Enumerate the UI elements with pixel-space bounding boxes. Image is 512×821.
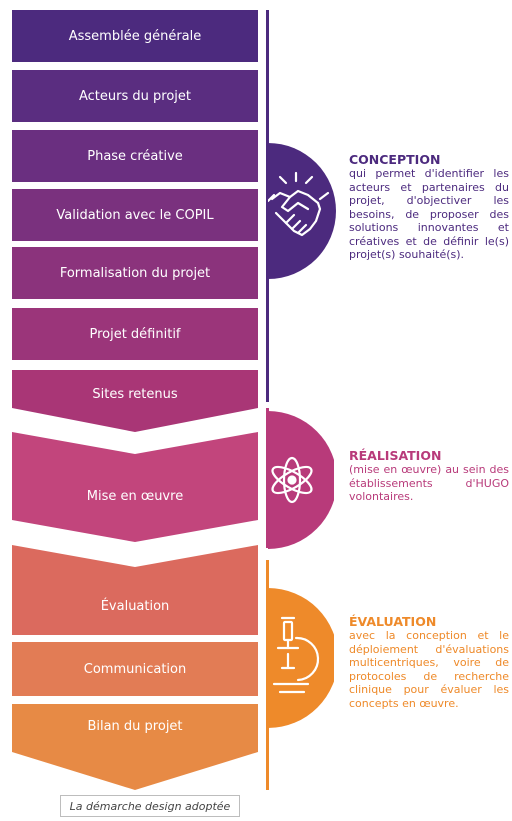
conception-text: qui permet d'identifier les acteurs et p… xyxy=(349,167,509,261)
step-assemblee-generale: Assemblée générale xyxy=(12,10,258,62)
evaluation-half-circle xyxy=(268,588,334,728)
realisation-half-circle xyxy=(268,411,334,549)
step-mise-en-oeuvre-shape xyxy=(12,432,258,542)
atom-icon xyxy=(271,456,313,504)
conception-half-circle xyxy=(268,143,338,279)
microscope-icon xyxy=(272,616,320,694)
step-phase-creative: Phase créative xyxy=(12,130,258,182)
conception-title: CONCEPTION xyxy=(349,152,441,167)
evaluation-title: ÉVALUATION xyxy=(349,614,437,629)
realisation-description: RÉALISATION (mise en œuvre) au sein des … xyxy=(349,448,509,504)
step-evaluation: Évaluation xyxy=(100,598,170,614)
step-validation-copil: Validation avec le COPIL xyxy=(12,189,258,241)
step-communication: Communication xyxy=(12,642,258,696)
step-bilan-du-projet: Bilan du projet xyxy=(87,718,183,734)
conception-description: CONCEPTION qui permet d'identifier les a… xyxy=(349,152,509,262)
evaluation-bar xyxy=(266,560,269,790)
step-formalisation: Formalisation du projet xyxy=(12,247,258,299)
handshake-icon xyxy=(268,171,330,237)
step-mise-en-oeuvre: Mise en œuvre xyxy=(86,488,184,504)
figure-caption: La démarche design adoptée xyxy=(60,795,240,817)
step-acteurs-du-projet: Acteurs du projet xyxy=(12,70,258,122)
step-evaluation-shape xyxy=(12,545,258,635)
conception-bar xyxy=(266,10,269,402)
step-bilan-shape xyxy=(12,704,258,790)
realisation-text: (mise en œuvre) au sein des établissemen… xyxy=(349,463,509,503)
realisation-bar xyxy=(266,408,269,548)
evaluation-description: ÉVALUATION avec la conception et le dépl… xyxy=(349,614,509,710)
realisation-title: RÉALISATION xyxy=(349,448,442,463)
step-projet-definitif: Projet définitif xyxy=(12,308,258,360)
evaluation-text: avec la conception et le déploiement d'é… xyxy=(349,629,509,710)
step-sites-retenus: Sites retenus xyxy=(92,386,178,402)
step-sites-retenus-shape xyxy=(12,370,258,432)
